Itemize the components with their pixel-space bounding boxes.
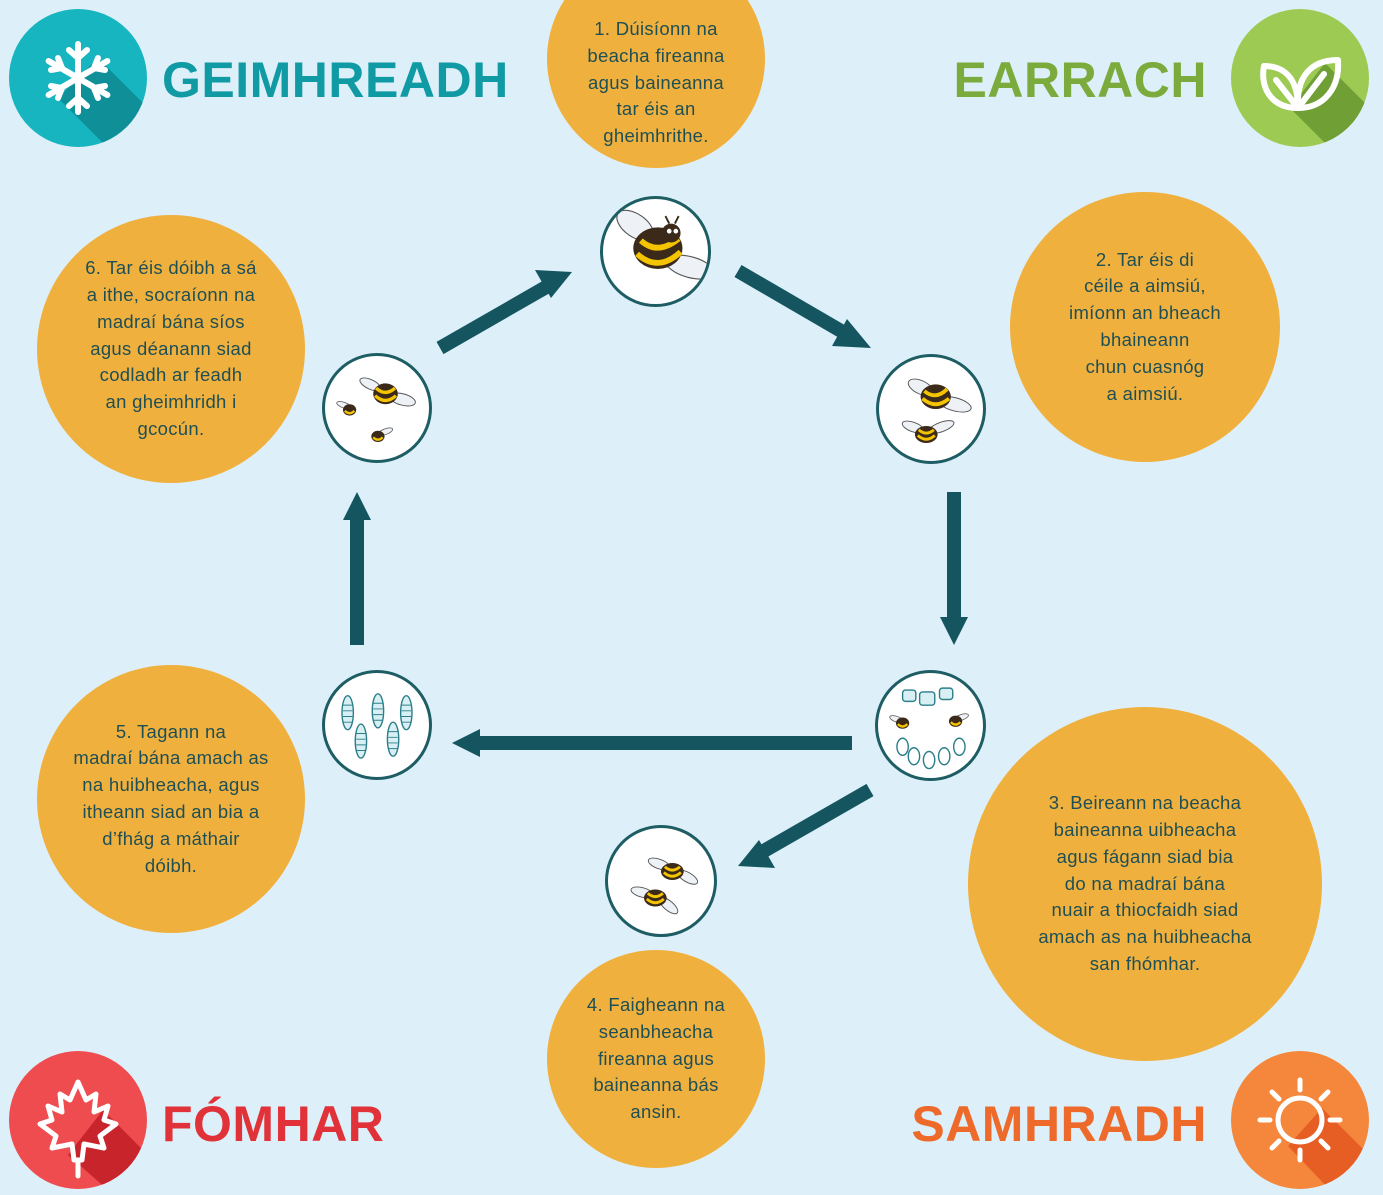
step-5-text: 5. Tagann na madraí bána amach as na hui… [73,720,269,876]
arrow-step6-to-step1 [436,270,572,355]
nest-eggs-icon [875,670,986,781]
three-bees-icon [322,353,432,463]
step-4-bubble: 4. Faigheann na seanbheacha fireanna agu… [547,950,765,1168]
larvae-icon [322,670,432,780]
single-bee-icon [600,196,711,307]
step-3-text: 3. Beireann na beacha baineanna uibheach… [1038,792,1252,974]
step-3-bubble: 3. Beireann na beacha baineanna uibheach… [968,707,1322,1061]
step-1-bubble: 1. Dúisíonn na beacha fireanna agus bain… [547,0,765,168]
arrow-step2-to-step3 [940,492,968,645]
season-label-summer: SAMHRADH [911,1096,1207,1152]
step-2-text: 2. Tar éis di céile a aimsiú, imíonn an … [1069,248,1221,404]
step-2-bubble: 2. Tar éis di céile a aimsiú, imíonn an … [1010,192,1280,462]
season-label-autumn: FÓMHAR [162,1096,385,1152]
arrow-step3-to-step5 [452,729,852,757]
two-bees-icon [876,354,986,464]
season-label-spring: EARRACH [953,52,1207,108]
arrow-step1-to-step2 [734,264,871,348]
snowflake-icon [8,8,148,148]
maple-leaf-icon [8,1050,148,1190]
arrow-step3-to-step4 [738,783,874,868]
arrow-step5-to-step6 [343,492,371,645]
step-6-bubble: 6. Tar éis dóibh a sá a ithe, socraíonn … [37,215,305,483]
two-bees-icon [605,825,717,937]
sun-icon [1230,1050,1370,1190]
season-label-winter: GEIMHREADH [162,52,509,108]
step-5-bubble: 5. Tagann na madraí bána amach as na hui… [37,665,305,933]
step-6-text: 6. Tar éis dóibh a sá a ithe, socraíonn … [85,257,257,439]
leaf-icon [1230,8,1370,148]
step-1-text: 1. Dúisíonn na beacha fireanna agus bain… [587,18,725,147]
step-4-text: 4. Faigheann na seanbheacha fireanna agu… [586,994,726,1123]
